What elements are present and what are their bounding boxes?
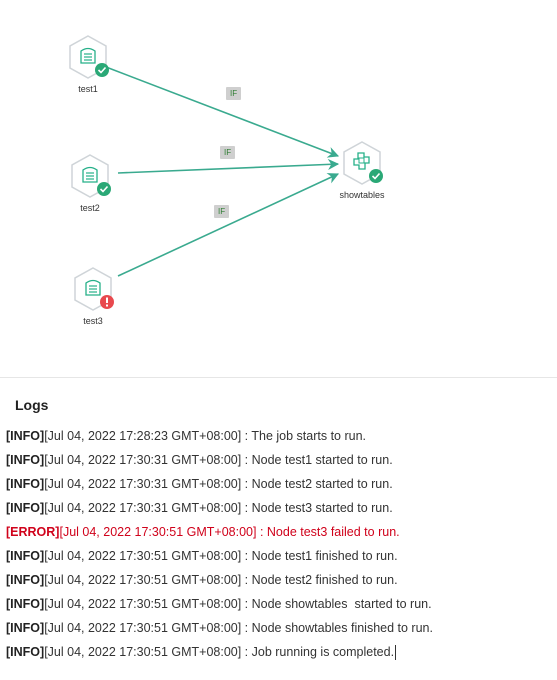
node-test1-label: test1 xyxy=(78,84,98,94)
edge-label-test3: IF xyxy=(214,205,230,218)
node-showtables-graphic xyxy=(343,141,383,185)
log-text: [Jul 04, 2022 17:30:51 GMT+08:00] : Node… xyxy=(44,597,432,611)
log-line: [INFO][Jul 04, 2022 17:30:51 GMT+08:00] … xyxy=(6,642,551,666)
log-level: [INFO] xyxy=(6,453,45,467)
node-test1-graphic xyxy=(69,35,109,79)
node-test2-graphic xyxy=(71,154,111,198)
log-line: [INFO][Jul 04, 2022 17:30:51 GMT+08:00] … xyxy=(6,618,551,642)
log-text: [Jul 04, 2022 17:30:51 GMT+08:00] : Node… xyxy=(44,621,433,635)
log-line: [INFO][Jul 04, 2022 17:30:31 GMT+08:00] … xyxy=(6,474,551,498)
log-level: [INFO] xyxy=(6,621,45,635)
log-text: [Jul 04, 2022 17:30:31 GMT+08:00] : Node… xyxy=(44,501,393,515)
log-level: [INFO] xyxy=(6,501,45,515)
node-test1[interactable]: test1 xyxy=(58,34,118,94)
text-caret xyxy=(395,645,397,661)
check-icon xyxy=(97,182,111,196)
edge-test1-showtables[interactable] xyxy=(105,66,340,158)
puzzle-icon xyxy=(353,152,370,170)
log-line: [INFO][Jul 04, 2022 17:30:31 GMT+08:00] … xyxy=(6,450,551,474)
node-test3[interactable]: test3 xyxy=(63,266,123,326)
log-text: [Jul 04, 2022 17:30:51 GMT+08:00] : Node… xyxy=(59,525,400,539)
log-level: [INFO] xyxy=(6,477,45,491)
edge-test2-showtables[interactable] xyxy=(117,158,340,174)
log-line: [INFO][Jul 04, 2022 17:30:51 GMT+08:00] … xyxy=(6,570,551,594)
table-icon xyxy=(80,47,96,64)
logs-title: Logs xyxy=(15,397,49,413)
log-text: [Jul 04, 2022 17:30:51 GMT+08:00] : Node… xyxy=(44,549,398,563)
edge-label-test2: IF xyxy=(220,146,236,159)
log-text: [Jul 04, 2022 17:30:51 GMT+08:00] : Job … xyxy=(44,645,395,659)
log-list[interactable]: [INFO][Jul 04, 2022 17:28:23 GMT+08:00] … xyxy=(6,426,551,666)
log-level: [INFO] xyxy=(6,429,45,443)
check-icon xyxy=(95,63,109,77)
table-icon xyxy=(85,279,101,296)
log-line: [INFO][Jul 04, 2022 17:30:51 GMT+08:00] … xyxy=(6,594,551,618)
dag-edges xyxy=(105,66,340,277)
log-line: [INFO][Jul 04, 2022 17:30:51 GMT+08:00] … xyxy=(6,546,551,570)
log-level: [INFO] xyxy=(6,645,45,659)
log-level: [ERROR] xyxy=(6,525,60,539)
node-test3-graphic xyxy=(74,267,114,311)
log-line: [INFO][Jul 04, 2022 17:28:23 GMT+08:00] … xyxy=(6,426,551,450)
log-line-error: [ERROR][Jul 04, 2022 17:30:51 GMT+08:00]… xyxy=(6,522,551,546)
log-text: [Jul 04, 2022 17:28:23 GMT+08:00] : The … xyxy=(44,429,367,443)
log-level: [INFO] xyxy=(6,573,45,587)
section-divider xyxy=(0,377,557,378)
node-test2-label: test2 xyxy=(80,203,100,213)
table-icon xyxy=(82,166,98,183)
log-text: [Jul 04, 2022 17:30:31 GMT+08:00] : Node… xyxy=(44,477,393,491)
node-test2[interactable]: test2 xyxy=(60,153,120,213)
node-showtables[interactable]: showtables xyxy=(332,140,392,200)
log-text: [Jul 04, 2022 17:30:51 GMT+08:00] : Node… xyxy=(44,573,398,587)
log-text: [Jul 04, 2022 17:30:31 GMT+08:00] : Node… xyxy=(44,453,393,467)
log-level: [INFO] xyxy=(6,549,45,563)
check-icon xyxy=(369,169,383,183)
exclamation-icon xyxy=(100,295,114,309)
log-line: [INFO][Jul 04, 2022 17:30:31 GMT+08:00] … xyxy=(6,498,551,522)
dag-canvas[interactable]: IF IF IF test1 xyxy=(0,0,557,375)
edge-label-test1: IF xyxy=(226,87,242,100)
node-test3-label: test3 xyxy=(83,316,103,326)
edge-test3-showtables[interactable] xyxy=(117,173,340,277)
node-showtables-label: showtables xyxy=(339,190,385,200)
log-level: [INFO] xyxy=(6,597,45,611)
